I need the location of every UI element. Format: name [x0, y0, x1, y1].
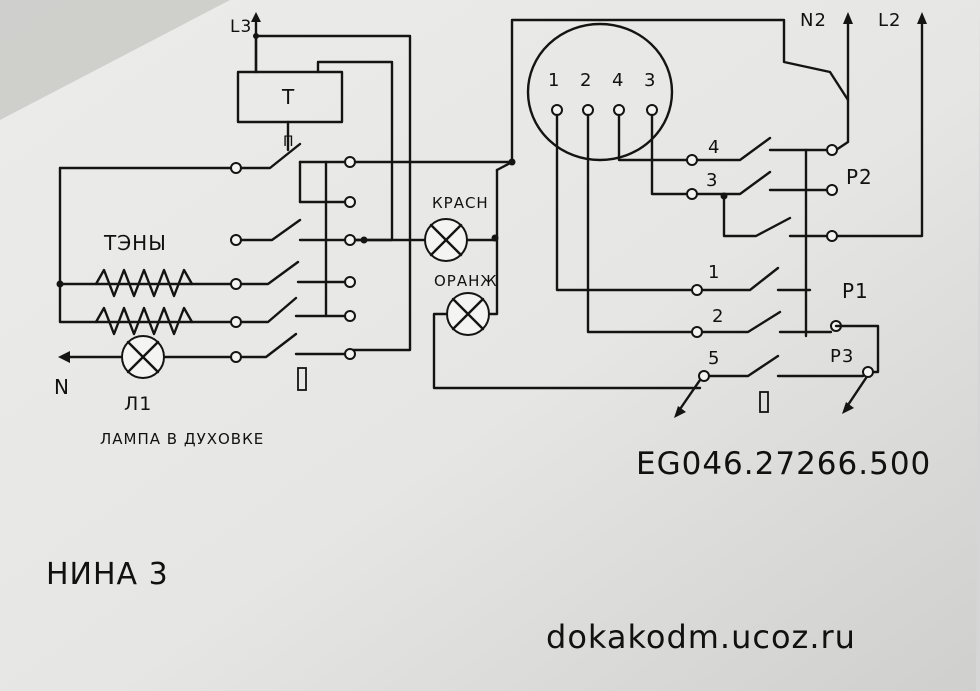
paper-shadow: [0, 0, 230, 120]
l3-feed: [251, 12, 412, 352]
oven-lamp-circuit: [58, 335, 233, 379]
neutral-label: N: [54, 375, 70, 399]
part-number: EG046.27266.500: [636, 446, 931, 482]
right-switch-5-label: 5: [708, 348, 720, 369]
model-name: НИНА 3: [46, 557, 169, 592]
left-switch-contacts: [239, 142, 347, 359]
right-switch-contacts: [674, 136, 880, 418]
heaters-label: ТЭНЫ: [103, 231, 167, 255]
right-switch-4-label: 4: [708, 137, 720, 158]
connector-pin-1: 1: [548, 70, 560, 91]
lamp-ref-label: Л1: [124, 393, 152, 415]
n2-l2-feeds: [834, 12, 927, 238]
red-lamp-label: КРАСН: [432, 194, 489, 212]
thermostat-label: T: [281, 85, 295, 109]
heater-element-2: [94, 306, 194, 336]
label-l3: L3: [230, 17, 252, 37]
center-links: [353, 18, 850, 390]
orange-lamp-label: ОРАНЖ: [434, 272, 498, 290]
right-switch-1-label: 1: [708, 262, 720, 283]
right-switch-wires: [555, 113, 792, 334]
right-switch-2-label: 2: [712, 306, 724, 327]
connector-pin-4: 4: [612, 70, 624, 91]
connector-pin-3: 3: [644, 70, 656, 91]
right-switch-3-label: 3: [706, 170, 718, 191]
label-l2: L2: [878, 10, 901, 31]
p2-label: P2: [846, 165, 873, 189]
switch-mark-left-rect: [297, 367, 307, 391]
p3-label: P3: [830, 346, 854, 367]
heater-element-1: [94, 268, 194, 298]
website: dokakodm.ucoz.ru: [546, 618, 856, 656]
p1-label: P1: [842, 279, 869, 303]
thermostat-mark: П: [283, 134, 295, 150]
connector-pin-2: 2: [580, 70, 592, 91]
lamp-caption: ЛАМПА В ДУХОВКЕ: [100, 430, 264, 448]
label-n2: N2: [800, 10, 827, 31]
switch-mark-right-rect: [759, 391, 769, 413]
